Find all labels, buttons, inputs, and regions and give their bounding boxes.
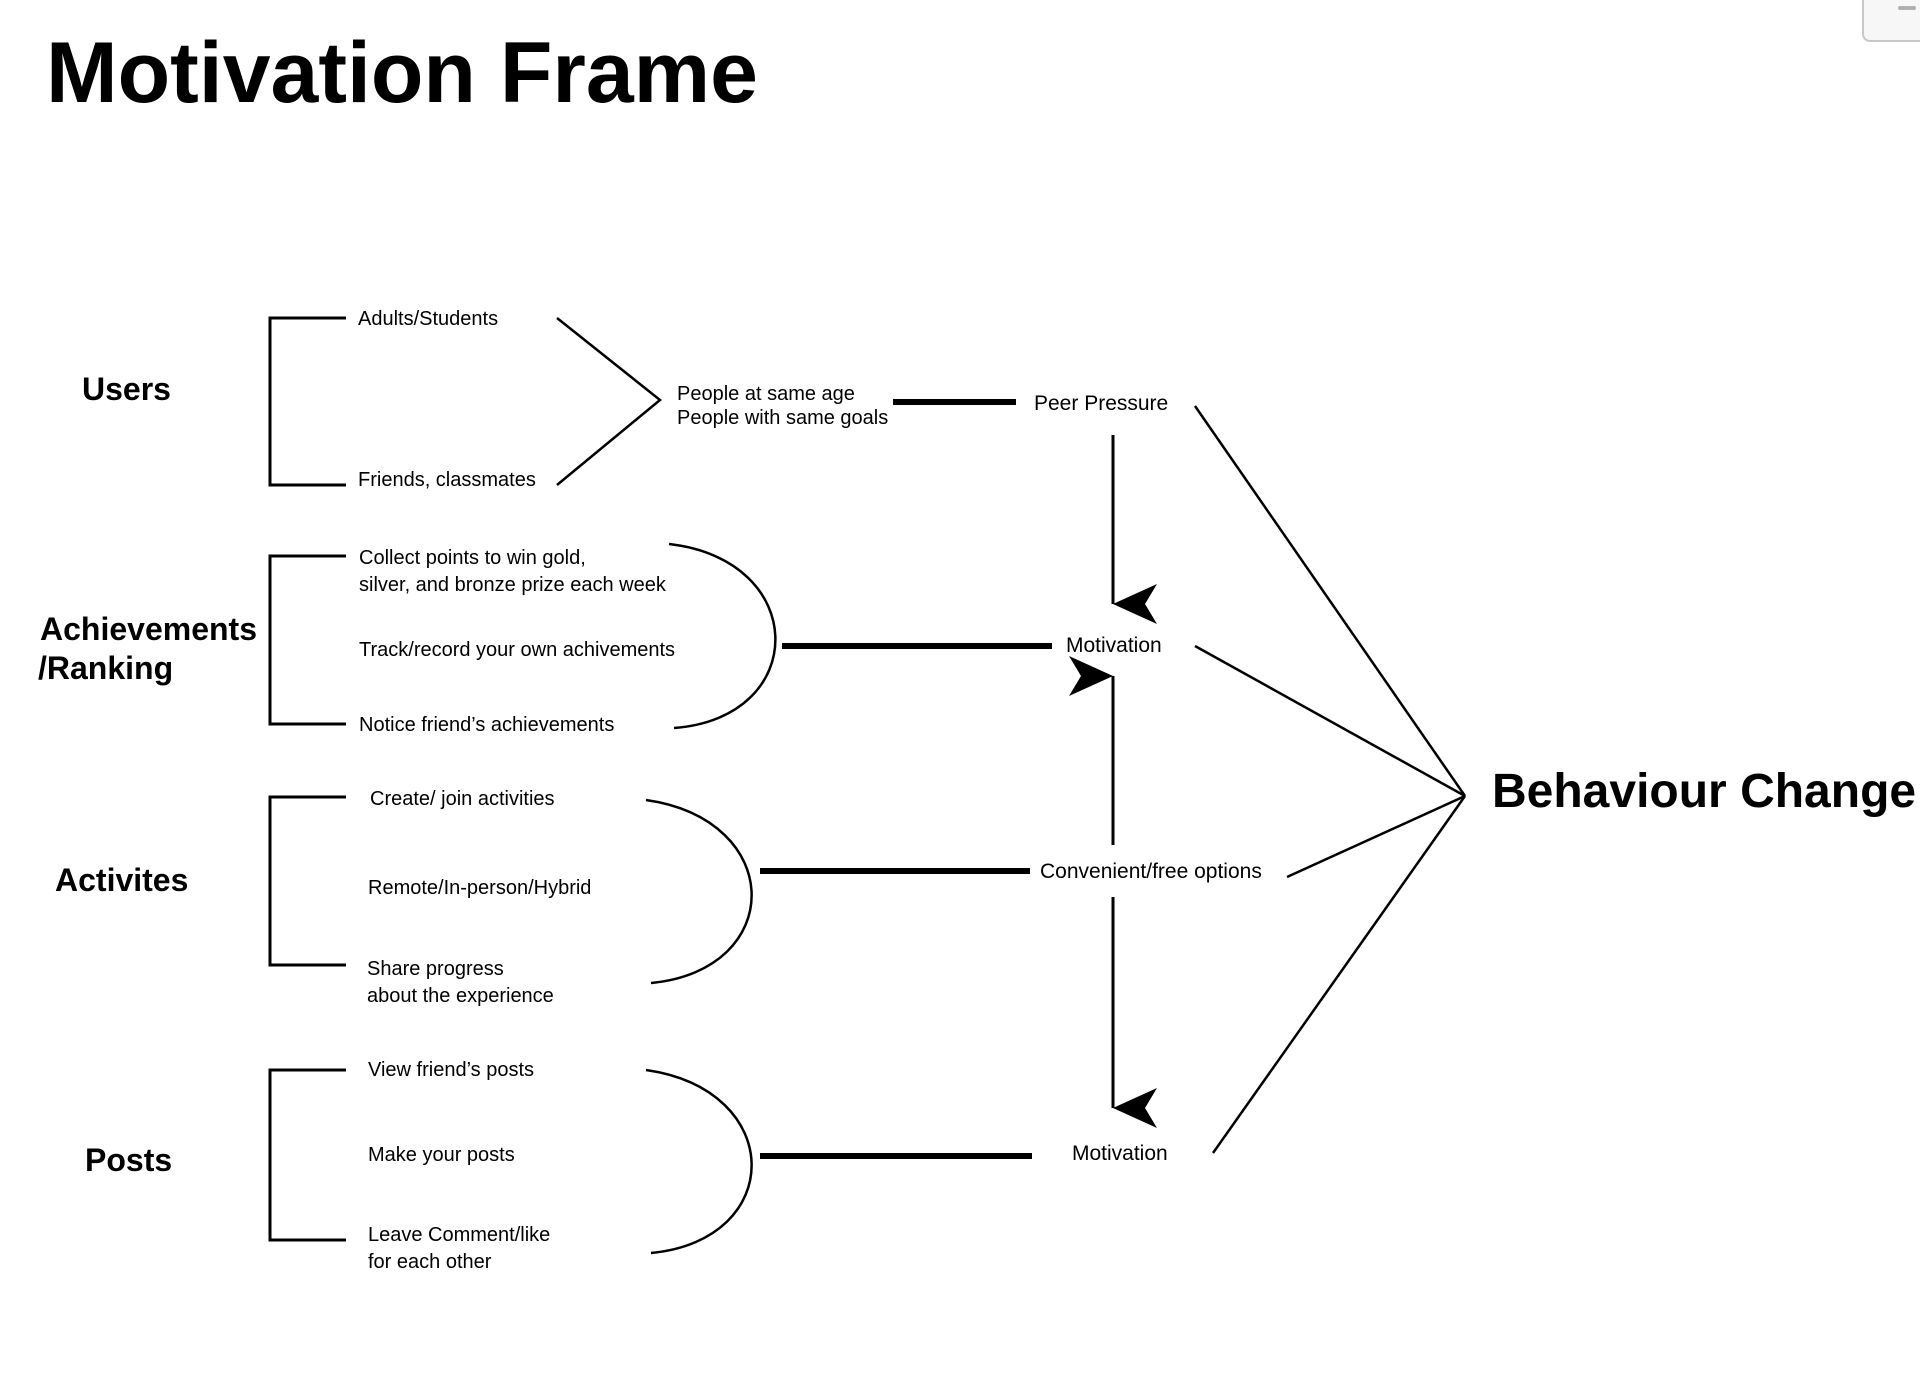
posts-bracket — [268, 1068, 346, 1242]
category-achievements-line1: Achievements — [40, 611, 257, 647]
line-peer-to-behaviour — [1193, 405, 1467, 797]
line-motivation-to-behaviour — [1194, 644, 1466, 798]
node-motivation-posts: Motivation — [1072, 1142, 1168, 1165]
activities-item-create-join: Create/ join activities — [370, 788, 555, 810]
users-item-adults-students: Adults/Students — [358, 308, 498, 330]
category-activities: Activites — [55, 862, 188, 898]
users-item-friends-classmates: Friends, classmates — [358, 469, 536, 491]
activities-item-share-line2: about the experience — [367, 985, 554, 1007]
posts-item-comment-line1: Leave Comment/like — [368, 1224, 550, 1246]
window-corner-control[interactable] — [1862, 0, 1920, 42]
result-behaviour-change: Behaviour Change — [1492, 765, 1916, 818]
people-node-line2: People with same goals — [677, 407, 888, 429]
posts-arc — [645, 1068, 753, 1255]
achievements-arc — [668, 542, 777, 730]
line-motivation-posts-to-behaviour — [1211, 795, 1467, 1154]
node-peer-pressure: Peer Pressure — [1034, 392, 1168, 415]
category-achievements-line2: /Ranking — [38, 650, 173, 686]
achievements-item-collect-line2: silver, and bronze prize each week — [359, 574, 667, 596]
achievements-item-track: Track/record your own achivements — [359, 639, 675, 661]
node-motivation-achievements: Motivation — [1066, 634, 1162, 657]
activities-bracket — [268, 795, 346, 967]
achievements-item-collect-line1: Collect points to win gold, — [359, 547, 586, 569]
activities-arc — [645, 798, 753, 985]
posts-item-make: Make your posts — [368, 1144, 515, 1166]
posts-item-view: View friend’s posts — [368, 1059, 534, 1081]
people-node-line1: People at same age — [677, 383, 855, 405]
users-bracket — [268, 316, 346, 487]
line-convenient-to-behaviour — [1286, 794, 1466, 879]
category-users: Users — [82, 371, 171, 407]
category-posts: Posts — [85, 1142, 172, 1178]
node-convenient-options: Convenient/free options — [1040, 860, 1262, 883]
achievements-bracket — [268, 554, 346, 726]
users-converge-lines — [556, 317, 662, 486]
page-title: Motivation Frame — [46, 25, 758, 121]
activities-item-share-line1: Share progress — [367, 958, 504, 980]
posts-item-comment-line2: for each other — [368, 1251, 492, 1273]
achievements-item-notice: Notice friend’s achievements — [359, 714, 614, 736]
activities-item-remote: Remote/In-person/Hybrid — [368, 877, 591, 899]
